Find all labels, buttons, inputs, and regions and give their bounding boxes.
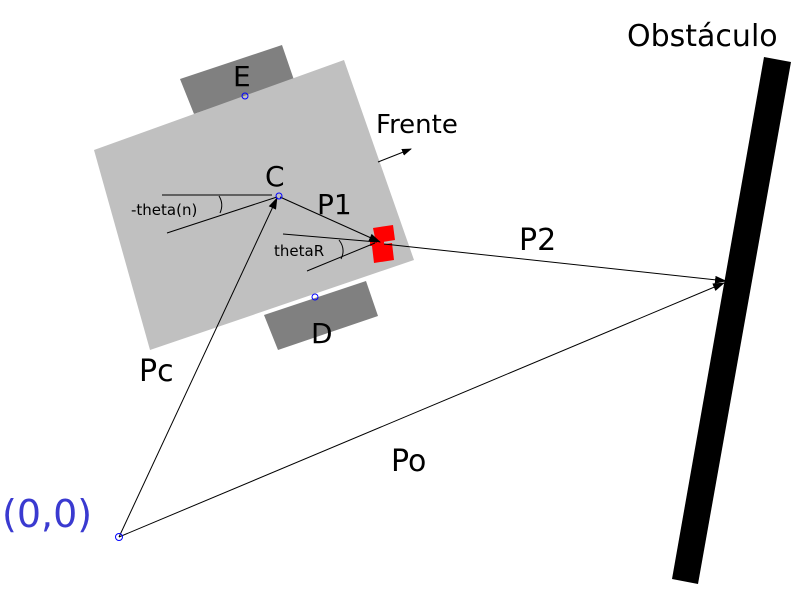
left-wheel-label: E	[233, 60, 251, 93]
center-point	[275, 192, 283, 200]
left-wheel	[180, 45, 294, 114]
right-wheel	[264, 281, 378, 350]
right-wheel-label: D	[311, 317, 333, 350]
center-label: C	[265, 160, 285, 193]
front-label: Frente	[376, 110, 458, 140]
p1-label: P1	[317, 188, 352, 221]
obstacle-label: Obstáculo	[627, 19, 778, 54]
theta-n-heading-line	[166, 196, 278, 234]
right-wheel-point	[311, 293, 319, 301]
vector-pc	[118, 197, 278, 538]
vector-po	[118, 282, 725, 538]
front-arrow	[377, 148, 412, 163]
vector-p1	[279, 196, 381, 243]
p2-label: P2	[519, 223, 556, 258]
theta-n-arc	[218, 195, 223, 214]
theta-r-heading-line	[306, 242, 376, 272]
pc-label: Pc	[139, 354, 174, 389]
sensor	[370, 225, 395, 263]
theta-r-arc	[338, 239, 344, 260]
theta-r-reference-line	[282, 233, 378, 243]
theta-r-label: thetaR	[274, 242, 324, 260]
origin-label: (0,0)	[2, 492, 92, 536]
left-wheel-point	[241, 92, 249, 100]
vector-p2	[383, 243, 727, 284]
theta-n-label: -theta(n)	[131, 201, 197, 219]
po-label: Po	[391, 444, 426, 479]
origin-point	[115, 533, 123, 541]
obstacle-wall	[672, 57, 791, 584]
